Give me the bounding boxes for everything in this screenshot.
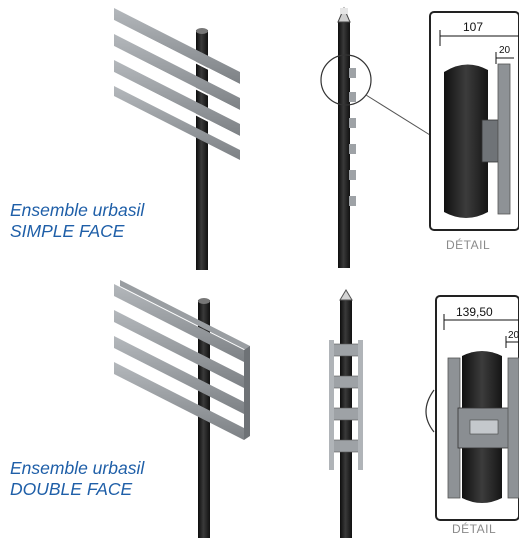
post-profile: [444, 64, 488, 218]
post: [338, 22, 350, 268]
slat-profile: [507, 357, 519, 499]
simple-face-caption: Ensemble urbasil SIMPLE FACE: [10, 200, 144, 242]
caption-line: Ensemble urbasil: [10, 458, 145, 478]
simple-face-side-view: [320, 6, 431, 268]
post-cap: [198, 298, 210, 304]
dimension-slat: 20: [508, 330, 519, 341]
dimension-width: 107: [463, 20, 483, 34]
slat: [114, 8, 240, 160]
double-face-caption: Ensemble urbasil DOUBLE FACE: [10, 458, 144, 500]
simple-face-panel-view: [114, 8, 240, 270]
double-face-side-view: [329, 289, 363, 538]
dimension-slat: 20: [499, 45, 511, 56]
post-cap: [196, 28, 208, 34]
detail-callout-arc: [425, 389, 435, 433]
double-face-panel-view: [114, 280, 250, 538]
caption-line: Ensemble urbasil: [10, 200, 145, 220]
double-face-detail: [435, 295, 519, 521]
detail-label: DÉTAIL: [452, 522, 497, 536]
bracket: [481, 119, 499, 163]
slat-profile: [497, 63, 511, 215]
caption-line: SIMPLE FACE: [10, 221, 125, 241]
slat: [114, 280, 250, 440]
caption-line: DOUBLE FACE: [10, 479, 133, 499]
detail-label: DÉTAIL: [446, 238, 491, 252]
simple-face-detail: [429, 11, 519, 231]
bracket: [331, 343, 361, 453]
dimension-width: 139,50: [456, 305, 493, 319]
bracket: [349, 68, 356, 206]
detail-callout-circle: [320, 54, 372, 106]
